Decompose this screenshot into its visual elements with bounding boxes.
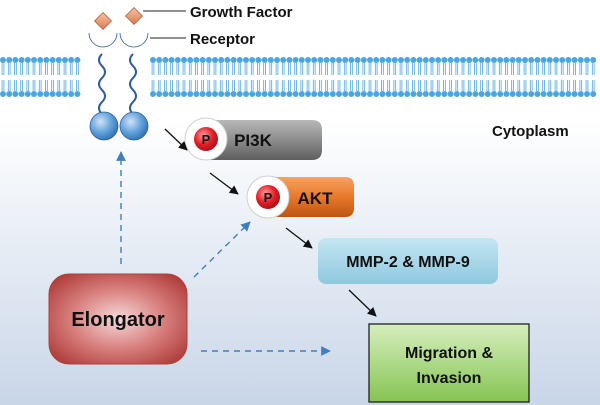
receptor-tail-left [98,53,106,116]
elongator-label: Elongator [71,309,165,331]
arrow-akt-to-mmp [285,227,313,249]
arrow-receptor-to-pi3k [164,128,188,151]
migration-box [368,323,530,403]
growth-factor-diamond-right [124,6,144,26]
arrow-pi3k-to-akt [209,172,239,195]
pi3k-phospho-icon [194,127,218,151]
receptor-cup-right [119,32,149,48]
receptor-head-left [89,111,119,141]
receptor-cup-left [88,32,118,48]
pi3k-label: PI3K [234,131,273,150]
growth-factor-diamond-left [93,11,113,31]
receptor-label: Receptor [190,31,255,48]
dashed-arrow-elongator-to-akt [193,221,251,278]
akt-phospho-label: P [264,190,273,205]
migration-label-line1: Migration & [405,345,493,362]
pi3k-phospho-label: P [202,132,211,147]
akt-label: AKT [298,189,334,208]
elongator-box [48,273,188,365]
mmp-box [318,238,498,284]
akt-box [272,177,354,217]
pi3k-box [210,120,322,160]
cell-membrane [0,57,597,97]
akt-phospho-icon [256,185,280,209]
arrow-mmp-to-migration [348,289,377,317]
receptor-head-right [119,111,149,141]
mmp-label: MMP-2 & MMP-9 [346,254,470,271]
migration-label-line2: Invasion [417,370,482,387]
receptor-tail-right [129,53,137,116]
cytoplasm-label: Cytoplasm [492,123,569,140]
growth-factor-label: Growth Factor [190,4,293,21]
